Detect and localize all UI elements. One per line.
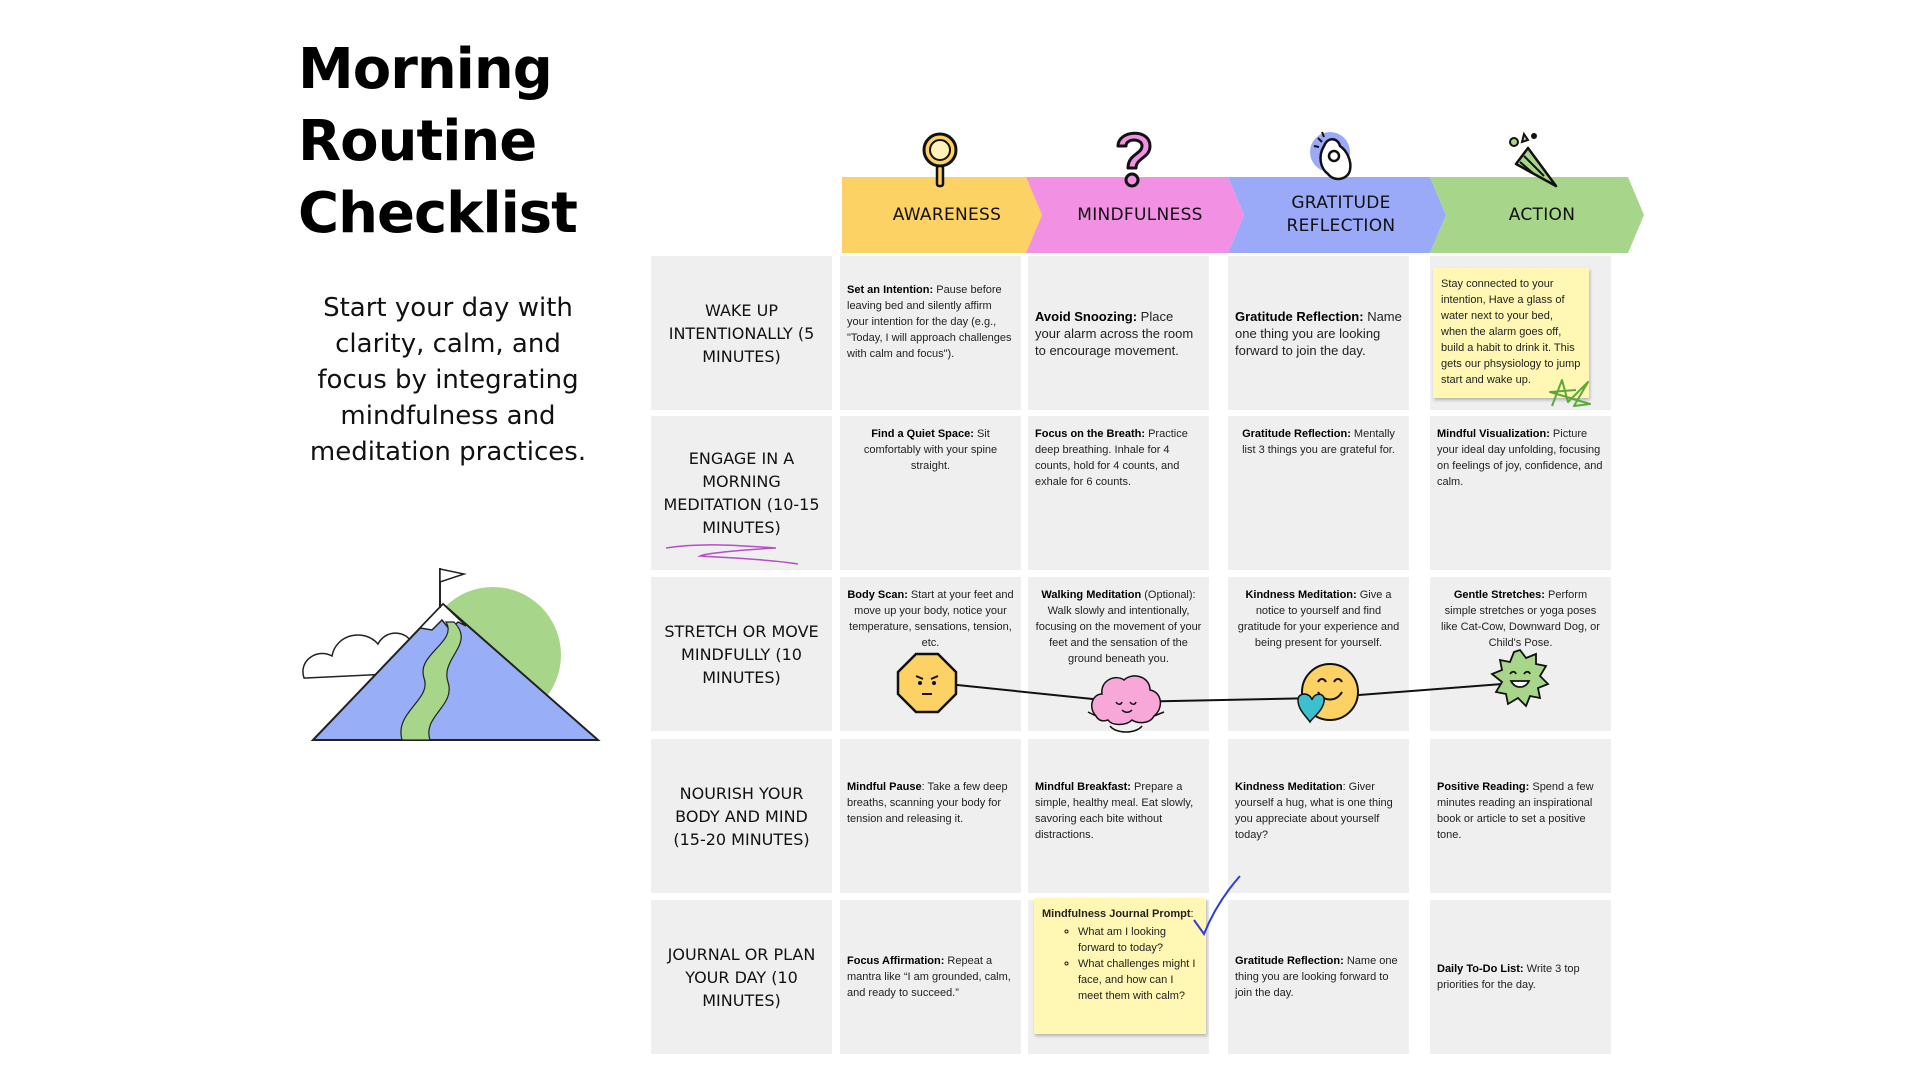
hugging-heart-icon — [1297, 663, 1359, 724]
cell-meditation-mindfulness: Focus on the Breath: Practice deep breat… — [1028, 416, 1209, 570]
flag-icon — [439, 568, 467, 584]
cell-meditation-gratitude: Gratitude Reflection: Mentally list 3 th… — [1228, 416, 1409, 570]
column-header-awareness: AWARENESS — [842, 177, 1042, 253]
mountain-shape — [310, 602, 601, 741]
happy-sun-icon — [1490, 648, 1550, 708]
note-text: Stay connected to your intention, Have a… — [1441, 278, 1581, 386]
grumpy-octagon-icon — [896, 652, 958, 714]
page-title: Morning Routine Checklist — [298, 34, 638, 250]
mountain-illustration — [302, 568, 601, 741]
column-header-label: ACTION — [1508, 204, 1576, 225]
cell-text: Set an Intention: Pause before leaving b… — [847, 284, 1012, 360]
cell-text: Daily To-Do List: Write 3 top priorities… — [1437, 963, 1580, 991]
note-heading: Mindfulness Journal Prompt: — [1042, 908, 1194, 920]
row-label-nourish: NOURISH YOUR BODY AND MIND (15-20 MINUTE… — [651, 739, 832, 893]
cell-text: Gentle Stretches: Perform simple stretch… — [1441, 589, 1600, 649]
star-doodle-icon — [1549, 379, 1591, 407]
cell-text: Mindful Pause: Take a few deep breaths, … — [847, 781, 1008, 825]
cell-nourish-mindfulness: Mindful Breakfast: Prepare a simple, hea… — [1028, 739, 1209, 893]
banner-shape — [1430, 177, 1644, 253]
column-header-action: ACTION — [1430, 177, 1644, 253]
row-label-stretch: STRETCH OR MOVE MINDFULLY (10 MINUTES) — [651, 577, 832, 731]
cell-text: Kindness Meditation: Give a notice to yo… — [1237, 589, 1400, 649]
question-mark-icon — [1116, 131, 1152, 188]
path-shape — [400, 621, 462, 741]
list-item: What am I looking forward to today? — [1078, 924, 1198, 956]
cell-stretch-mindfulness: Walking Meditation (Optional): Walk slow… — [1028, 577, 1209, 731]
page-subtitle: Start your day with clarity, calm, and f… — [309, 293, 587, 467]
column-header-gratitude: GRATITUDE REFLECTION — [1228, 177, 1446, 253]
cell-text: Gratitude Reflection: Name one thing you… — [1235, 955, 1398, 999]
party-popper-icon — [1509, 131, 1558, 188]
column-header-label: MINDFULNESS — [1077, 204, 1203, 225]
cell-journal-awareness: Focus Affirmation: Repeat a mantra like … — [840, 900, 1021, 1054]
ok-hand-icon — [1310, 131, 1352, 181]
cell-text: Find a Quiet Space: Sit comfortably with… — [863, 428, 998, 472]
banner-shape — [842, 177, 1042, 253]
banner-shape — [1026, 177, 1244, 253]
list-item: What challenges might I face, and how ca… — [1078, 956, 1198, 1004]
checkmark-doodle-icon — [1193, 875, 1241, 937]
cell-nourish-gratitude: Kindness Meditation: Giver yourself a hu… — [1228, 739, 1409, 893]
cell-text: Walking Meditation (Optional): Walk slow… — [1035, 589, 1202, 665]
title-line-2: Routine — [298, 109, 537, 174]
cell-text: Mindful Breakfast: Prepare a simple, hea… — [1035, 781, 1194, 841]
column-header-label: AWARENESS — [892, 204, 1002, 225]
cell-text: Focus Affirmation: Repeat a mantra like … — [847, 955, 1011, 999]
character-connector-line — [927, 681, 1529, 704]
cell-text: Body Scan: Start at your feet and move u… — [847, 589, 1014, 649]
cell-text: Positive Reading: Spend a few minutes re… — [1437, 781, 1594, 841]
cell-nourish-action: Positive Reading: Spend a few minutes re… — [1430, 739, 1611, 893]
sticky-note-journal-prompt: Mindfulness Journal Prompt: What am I lo… — [1034, 898, 1206, 1034]
cell-journal-gratitude: Gratitude Reflection: Name one thing you… — [1228, 900, 1409, 1054]
column-header-label: GRATITUDE REFLECTION — [1286, 193, 1396, 236]
cell-nourish-awareness: Mindful Pause: Take a few deep breaths, … — [840, 739, 1021, 893]
title-line-3: Checklist — [298, 181, 578, 246]
cell-text: Mindful Visualization: Picture your idea… — [1437, 428, 1603, 488]
cell-wake-awareness: Set an Intention: Pause before leaving b… — [840, 256, 1021, 410]
column-header-mindfulness: MINDFULNESS — [1026, 177, 1244, 253]
cell-meditation-action: Mindful Visualization: Picture your idea… — [1430, 416, 1611, 570]
cell-meditation-awareness: Find a Quiet Space: Sit comfortably with… — [840, 416, 1021, 570]
cell-wake-gratitude: Gratitude Reflection: Name one thing you… — [1228, 256, 1409, 410]
cell-text: Kindness Meditation: Giver yourself a hu… — [1235, 781, 1393, 841]
meditating-brain-icon — [1087, 675, 1165, 733]
title-line-1: Morning — [298, 37, 553, 102]
cell-text: Gratitude Reflection: Name one thing you… — [1235, 308, 1402, 358]
row-label-meditation: ENGAGE IN A MORNING MEDITATION (10-15 MI… — [651, 416, 832, 570]
banner-shape — [1228, 177, 1446, 253]
cell-text: Gratitude Reflection: Mentally list 3 th… — [1242, 428, 1395, 456]
cell-text: Focus on the Breath: Practice deep breat… — [1035, 428, 1188, 488]
sticky-note-wake-action: Stay connected to your intention, Have a… — [1433, 268, 1589, 398]
row-label-wake-up: WAKE UP INTENTIONALLY (5 MINUTES) — [651, 256, 832, 410]
row-label-journal: JOURNAL OR PLAN YOUR DAY (10 MINUTES) — [651, 900, 832, 1054]
cell-text: Avoid Snoozing: Place your alarm across … — [1035, 308, 1194, 358]
cell-journal-action: Daily To-Do List: Write 3 top priorities… — [1430, 900, 1611, 1054]
scribble-doodle-icon — [665, 544, 799, 565]
magnifier-icon — [922, 132, 958, 188]
journal-prompt-list: What am I looking forward to today? What… — [1042, 924, 1198, 1004]
cell-wake-mindfulness: Avoid Snoozing: Place your alarm across … — [1028, 256, 1209, 410]
